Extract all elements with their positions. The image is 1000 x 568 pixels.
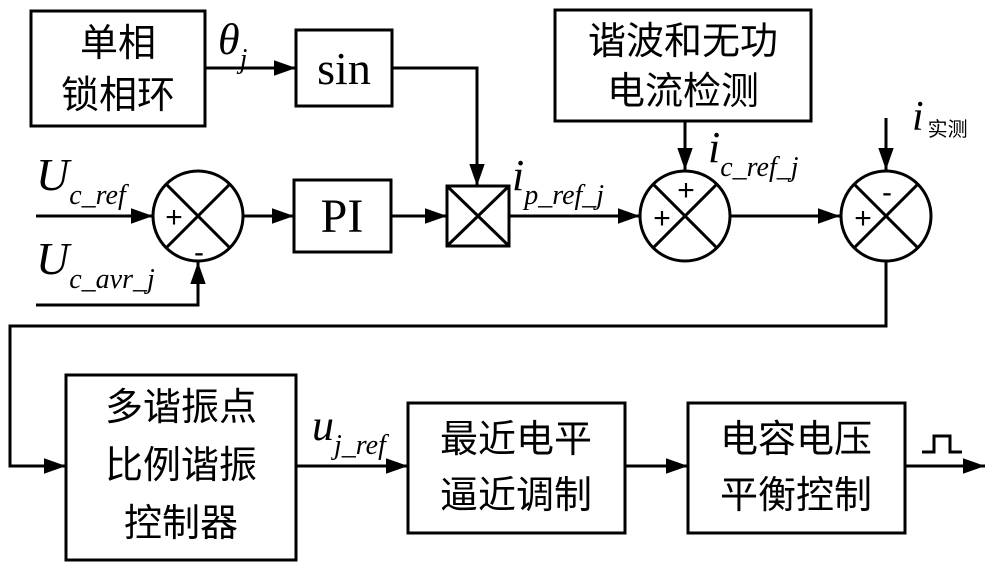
wire-sum3-feedback [8,262,888,474]
uc-ref-symbol: U [36,149,72,200]
prc-label-2: 比例谐振 [105,443,257,487]
block-multiplier [445,184,511,248]
nlm-label-2: 逼近调制 [440,473,592,517]
label-uc-avr: Uc_avr_j [36,233,155,295]
label-theta: θj [218,15,248,75]
block-pi: PI [292,178,393,254]
uj-ref-symbol: u [312,401,334,450]
cvb-label-1: 电容电压 [720,417,872,461]
sum-junction-2: + + [638,169,732,263]
block-pll: 单相 锁相环 [29,9,207,128]
uc-ref-subscript: c_ref [69,180,129,211]
sin-label: sin [317,43,371,94]
nlm-label-1: 最近电平 [440,417,592,461]
sum1-minus-sign: - [194,236,204,269]
sum-junction-3: - + [839,169,933,263]
sum-junction-1: + - [151,169,245,269]
ic-ref-symbol: i [708,123,720,172]
prc-label-3: 控制器 [124,501,238,545]
prc-label-1: 多谐振点 [105,385,257,429]
block-detect: 谐波和无功 电流检测 [553,8,813,123]
sum2-top-sign: + [677,174,695,207]
label-ip-ref: ip_ref_j [512,151,604,211]
block-nlm: 最近电平 逼近调制 [406,401,627,535]
block-cvb: 电容电压 平衡控制 [686,401,907,535]
cvb-label-2: 平衡控制 [720,473,872,517]
wire-ucavr-in [36,262,206,307]
theta-subscript: j [237,44,248,75]
sum3-top-sign: - [882,176,892,209]
detect-label-1: 谐波和无功 [588,19,778,63]
pi-label: PI [321,190,364,243]
sum2-left-sign: + [653,202,671,235]
detect-label-2: 电流检测 [607,69,759,113]
theta-symbol: θ [218,15,240,64]
pulse-symbol [922,434,962,454]
wires [8,60,985,474]
uj-ref-subscript: j_ref [331,430,389,461]
uc-avr-symbol: U [36,233,72,284]
ic-ref-subscript: c_ref_j [720,152,798,183]
wire-sin-to-mult [392,66,485,186]
uc-avr-subscript: c_avr_j [69,264,155,295]
ip-ref-subscript: p_ref_j [522,180,604,211]
label-uj-ref: uj_ref [312,401,389,461]
block-sin: sin [294,28,394,108]
ip-ref-symbol: i [512,151,524,200]
block-prc: 多谐振点 比例谐振 控制器 [64,373,298,562]
sum1-plus-sign: + [165,201,183,234]
pll-label-1: 单相 [80,21,156,65]
sum3-left-sign: + [854,202,872,235]
i-meas-symbol: i [912,94,924,140]
label-ic-ref: ic_ref_j [708,123,799,183]
pll-label-2: 锁相环 [61,73,175,117]
label-uc-ref: Uc_ref [36,149,129,211]
i-meas-subscript: 实测 [928,117,968,141]
